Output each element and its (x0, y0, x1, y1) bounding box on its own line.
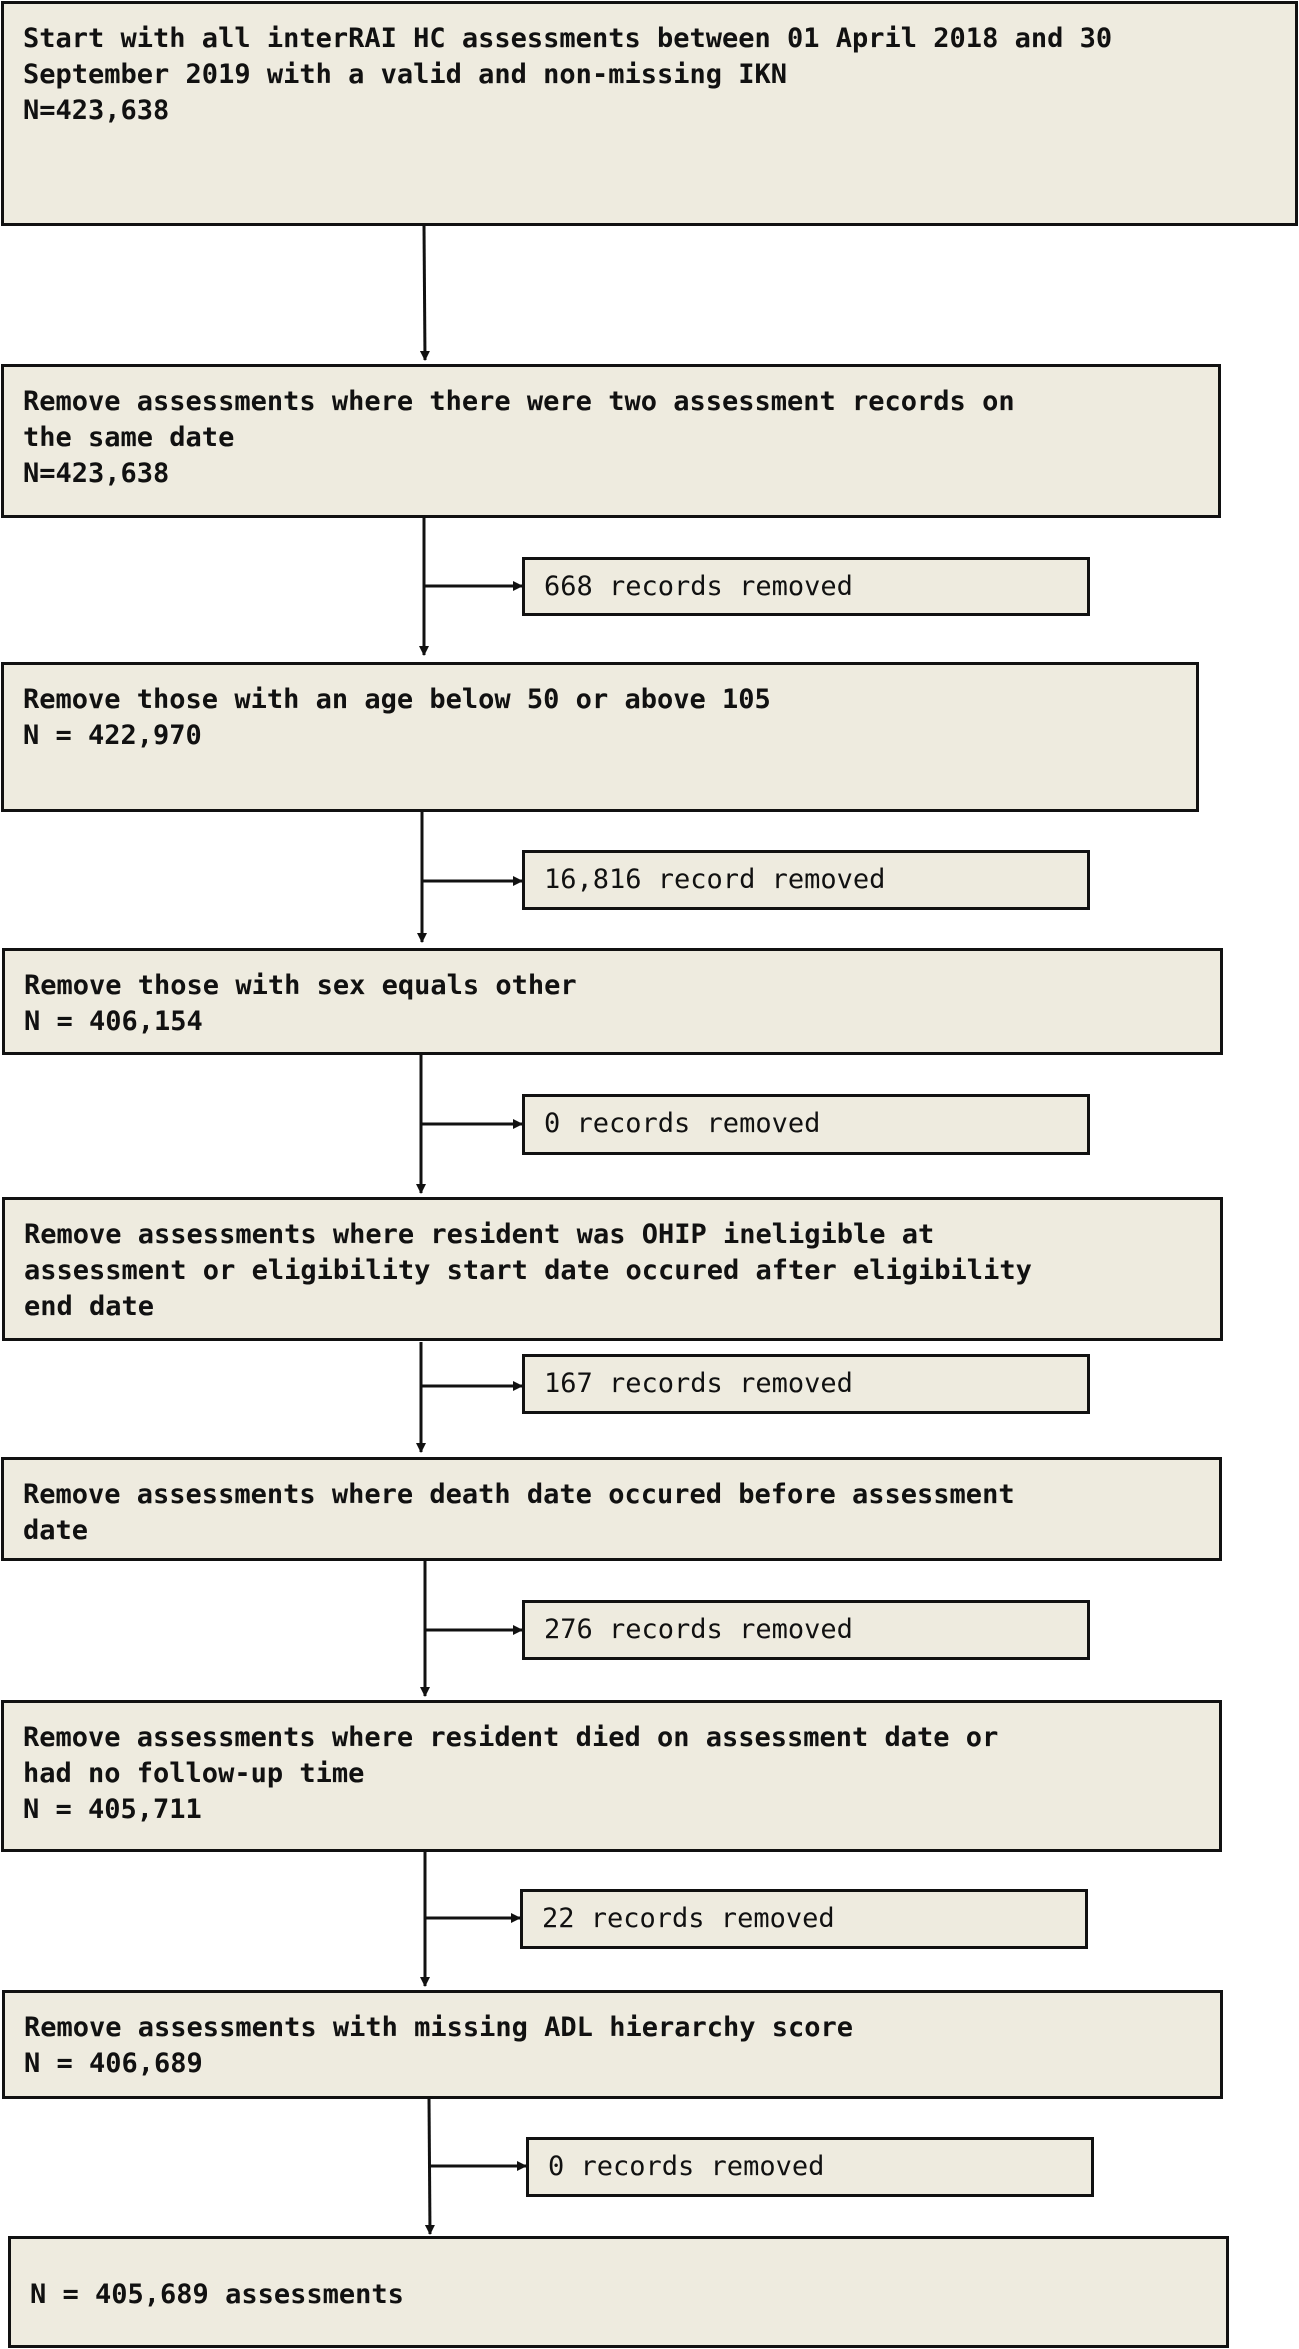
step-box-sex: Remove those with sex equals other N = 4… (2, 948, 1223, 1055)
step-box-adl: Remove assessments with missing ADL hier… (2, 1990, 1223, 2099)
step-text: date (23, 1515, 89, 1546)
step-box-follow-up: Remove assessments where resident died o… (1, 1700, 1222, 1852)
step-box-age: Remove those with an age below 50 or abo… (1, 662, 1199, 812)
step-text: had no follow-up time (23, 1758, 365, 1789)
removal-box-5: 276 records removed (522, 1600, 1090, 1660)
step-text: Remove assessments where death date occu… (23, 1479, 1015, 1510)
step-text: Remove those with an age below 50 or abo… (23, 684, 771, 715)
step-text: N = 422,970 (23, 720, 202, 751)
removal-box-1: 668 records removed (522, 557, 1090, 616)
step-box-death-date: Remove assessments where death date occu… (1, 1457, 1222, 1561)
step-text: Remove those with sex equals other (24, 970, 577, 1001)
step-text: Start with all interRAI HC assessments b… (23, 23, 1113, 54)
final-count-box: N = 405,689 assessments (8, 2236, 1229, 2348)
step-text: Remove assessments with missing ADL hier… (24, 2012, 854, 2043)
step-text: Remove assessments where resident died o… (23, 1722, 999, 1753)
step-text: N = 406,154 (24, 1006, 203, 1037)
removal-box-4: 167 records removed (522, 1354, 1090, 1414)
step-box-ohip: Remove assessments where resident was OH… (2, 1197, 1223, 1341)
step-box-duplicate-dates: Remove assessments where there were two … (1, 364, 1221, 518)
removal-box-6: 22 records removed (520, 1889, 1088, 1949)
step-text: N = 406,689 (24, 2048, 203, 2079)
step-text: Remove assessments where there were two … (23, 386, 1015, 417)
removal-box-3: 0 records removed (522, 1094, 1090, 1155)
step-text: N = 405,711 (23, 1794, 202, 1825)
step-text: the same date (23, 422, 235, 453)
connector-1 (419, 224, 430, 361)
step-text: N=423,638 (23, 95, 170, 126)
step-text: end date (24, 1291, 155, 1322)
step-text: N=423,638 (23, 458, 170, 489)
removal-box-2: 16,816 record removed (522, 850, 1090, 910)
removal-box-7: 0 records removed (526, 2137, 1094, 2197)
step-text: assessment or eligibility start date occ… (24, 1255, 1032, 1286)
step-text: Remove assessments where resident was OH… (24, 1219, 935, 1250)
step-box-start: Start with all interRAI HC assessments b… (1, 1, 1298, 226)
step-text: September 2019 with a valid and non-miss… (23, 59, 788, 90)
